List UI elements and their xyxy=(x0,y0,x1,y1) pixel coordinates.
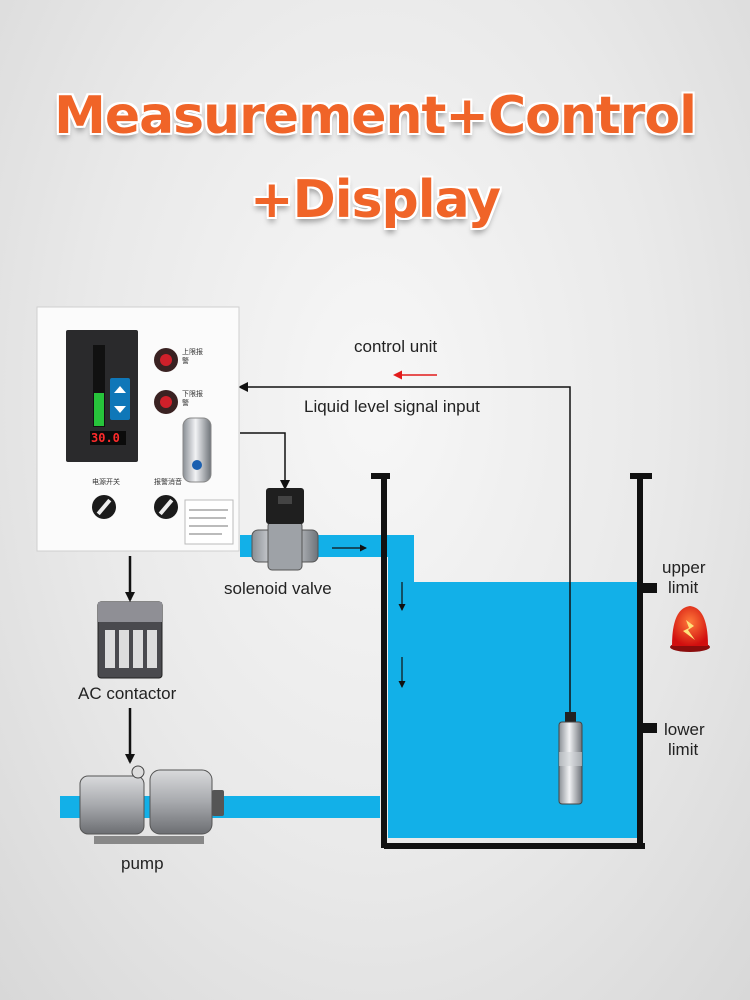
nav-buttons xyxy=(110,378,130,420)
upper-limit-marker xyxy=(640,583,657,593)
lower-alarm-text: 下限报警 xyxy=(182,391,203,407)
down-arrow-icon xyxy=(114,406,126,413)
alarm-beacon xyxy=(670,606,710,652)
title-line-2: +Display xyxy=(250,170,501,230)
upper-limit-label: upper limit xyxy=(662,558,706,597)
signal-line xyxy=(238,382,571,712)
title-line-1: Measurement+Control xyxy=(54,86,697,146)
display-value: 30.0 xyxy=(91,431,120,445)
mute-switch-text: 报警消音 xyxy=(154,479,182,486)
upper-alarm-text: 上限报警 xyxy=(182,349,203,365)
lower-limit-label: lower limit xyxy=(664,720,705,759)
signal-input-label: Liquid level signal input xyxy=(304,397,480,416)
spec-label xyxy=(184,499,234,545)
control-panel xyxy=(36,306,240,552)
level-bar-fill xyxy=(94,393,104,426)
power-switch-text: 电源开关 xyxy=(92,479,120,486)
pump-label: pump xyxy=(121,854,164,873)
panel-latch xyxy=(182,417,212,483)
lightning-icon xyxy=(683,620,695,640)
up-arrow-icon xyxy=(114,386,126,393)
solenoid-valve-device xyxy=(251,488,319,571)
control-unit-label: control unit xyxy=(354,337,438,356)
pump-device xyxy=(79,765,224,844)
solenoid-valve-label: solenoid valve xyxy=(224,579,332,598)
ac-contactor-label: AC contactor xyxy=(78,684,177,703)
ac-contactor-device xyxy=(97,601,163,679)
level-sensor xyxy=(558,712,583,805)
lower-limit-marker xyxy=(640,723,657,733)
tank-walls xyxy=(371,473,652,849)
tank-water xyxy=(388,535,637,838)
valve-control-line xyxy=(240,432,290,490)
digital-readout xyxy=(90,431,126,445)
